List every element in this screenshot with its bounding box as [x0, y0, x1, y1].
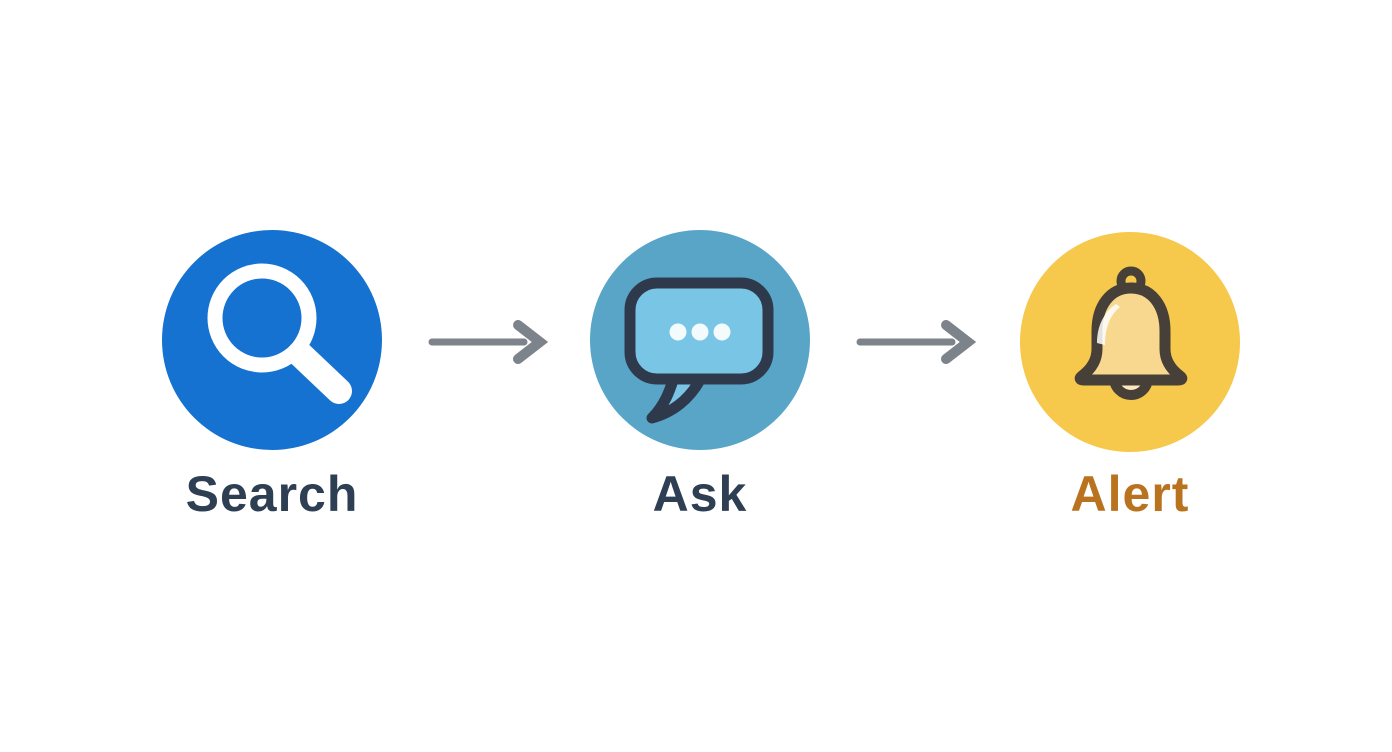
chat-bubble-icon [590, 230, 810, 450]
ask-step-circle [590, 230, 810, 450]
arrow-right-icon [426, 316, 550, 368]
alert-step-circle [1020, 232, 1240, 452]
alert-label: Alert [1070, 466, 1190, 522]
magnifier-icon [162, 230, 382, 450]
search-label: Search [185, 466, 359, 522]
search-step-circle [162, 230, 382, 450]
arrow-right-icon [854, 316, 978, 368]
ask-label: Ask [652, 466, 748, 522]
bell-icon [1020, 232, 1240, 452]
